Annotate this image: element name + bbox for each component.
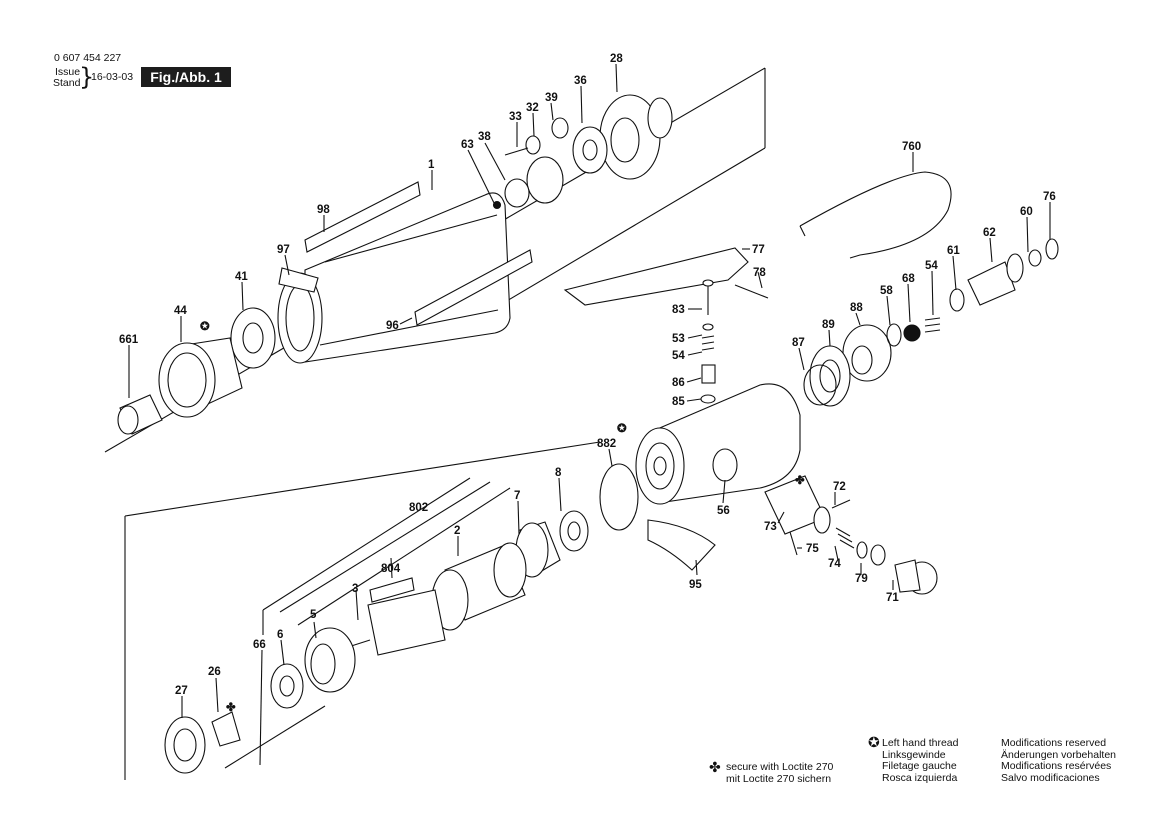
callout-63: 63 [461, 139, 474, 151]
legend-left-thread-de: Linksgewinde [882, 748, 946, 761]
callout-66: 66 [253, 639, 266, 651]
loctite-icon: ✤ [226, 701, 236, 714]
callout-32: 32 [526, 102, 539, 114]
callout-72: 72 [833, 481, 846, 493]
modifications-legend: Modifications reserved Änderungen vorbeh… [1001, 737, 1117, 784]
callout-74: 74 [828, 558, 841, 570]
loctite-icon: ✤ [709, 759, 721, 775]
legend-left-thread-fr: Filetage gauche [882, 760, 957, 772]
legend-left-thread-es: Rosca izquierda [882, 771, 958, 784]
callout-5: 5 [310, 609, 317, 621]
callout-44: 44 [174, 305, 187, 317]
callout-61: 61 [947, 245, 960, 257]
callout-86: 86 [672, 377, 685, 389]
legend-modifications-es: Salvo modificaciones [1001, 771, 1100, 784]
legend-modifications-en: Modifications reserved [1001, 737, 1107, 749]
callout-85: 85 [672, 396, 685, 408]
issue-date: 16-03-03 [91, 71, 134, 83]
callout-73: 73 [764, 521, 777, 533]
figure-label: Fig./Abb. 1 [141, 67, 231, 87]
callout-75: 75 [806, 543, 819, 555]
callout-7: 7 [514, 490, 520, 502]
callout-802: 802 [409, 502, 428, 514]
callout-1: 1 [428, 159, 435, 171]
callout-27: 27 [175, 685, 188, 697]
loctite-icon: ✤ [795, 474, 805, 487]
callout-6: 6 [277, 629, 283, 641]
callout-58: 58 [880, 285, 893, 297]
callout-76: 76 [1043, 191, 1056, 203]
callout-62: 62 [983, 227, 996, 239]
callout-96: 96 [386, 320, 399, 332]
callout-60: 60 [1020, 206, 1033, 218]
callout-39: 39 [545, 92, 558, 104]
callout-95: 95 [689, 579, 702, 591]
callout-2: 2 [454, 525, 460, 537]
callout-804: 804 [381, 563, 401, 575]
callout-54: 54 [925, 260, 938, 272]
legend-loctite-en: secure with Loctite 270 [726, 761, 834, 773]
issue-label: Issue [55, 66, 81, 78]
legend-modifications-de: Änderungen vorbehalten [1001, 748, 1117, 761]
left-thread-icon: ✪ [200, 320, 211, 333]
callout-882: 882 [597, 438, 616, 450]
callout-97: 97 [277, 244, 290, 256]
stand-label: Stand [53, 77, 81, 89]
callout-56: 56 [717, 505, 730, 517]
part-number: 0 607 454 227 [54, 52, 122, 64]
callout-661: 661 [119, 334, 139, 346]
loctite-legend: ✤ secure with Loctite 270 mit Loctite 27… [709, 759, 834, 785]
legend-modifications-fr: Modifications resérvées [1001, 760, 1112, 772]
callout-26: 26 [208, 666, 221, 678]
callout-88: 88 [850, 302, 863, 314]
callout-98: 98 [317, 204, 330, 216]
callout-68: 68 [902, 273, 915, 285]
legend-left-thread-en: Left hand thread [882, 737, 959, 749]
callout-36: 36 [574, 75, 587, 87]
callout-3: 3 [352, 583, 358, 595]
legend-loctite-de: mit Loctite 270 sichern [726, 772, 832, 785]
callout-41: 41 [235, 271, 248, 283]
callout-8: 8 [555, 467, 562, 479]
callout-760: 760 [902, 141, 921, 153]
callout-53: 53 [672, 333, 685, 345]
callout-54-valve: 54 [672, 350, 685, 362]
callout-89: 89 [822, 319, 835, 331]
callout-87: 87 [792, 337, 805, 349]
callout-33: 33 [509, 111, 522, 123]
callout-78: 78 [753, 267, 766, 279]
callout-28: 28 [610, 53, 623, 65]
left-thread-legend: ✪ Left hand thread Linksgewinde Filetage… [868, 734, 959, 784]
callout-71: 71 [886, 592, 899, 604]
left-thread-icon: ✪ [617, 422, 628, 435]
callout-38: 38 [478, 131, 491, 143]
callout-77: 77 [752, 244, 765, 256]
brace-icon: } [79, 63, 95, 91]
callout-83: 83 [672, 304, 685, 316]
callout-79: 79 [855, 573, 868, 585]
left-thread-icon: ✪ [868, 734, 880, 750]
